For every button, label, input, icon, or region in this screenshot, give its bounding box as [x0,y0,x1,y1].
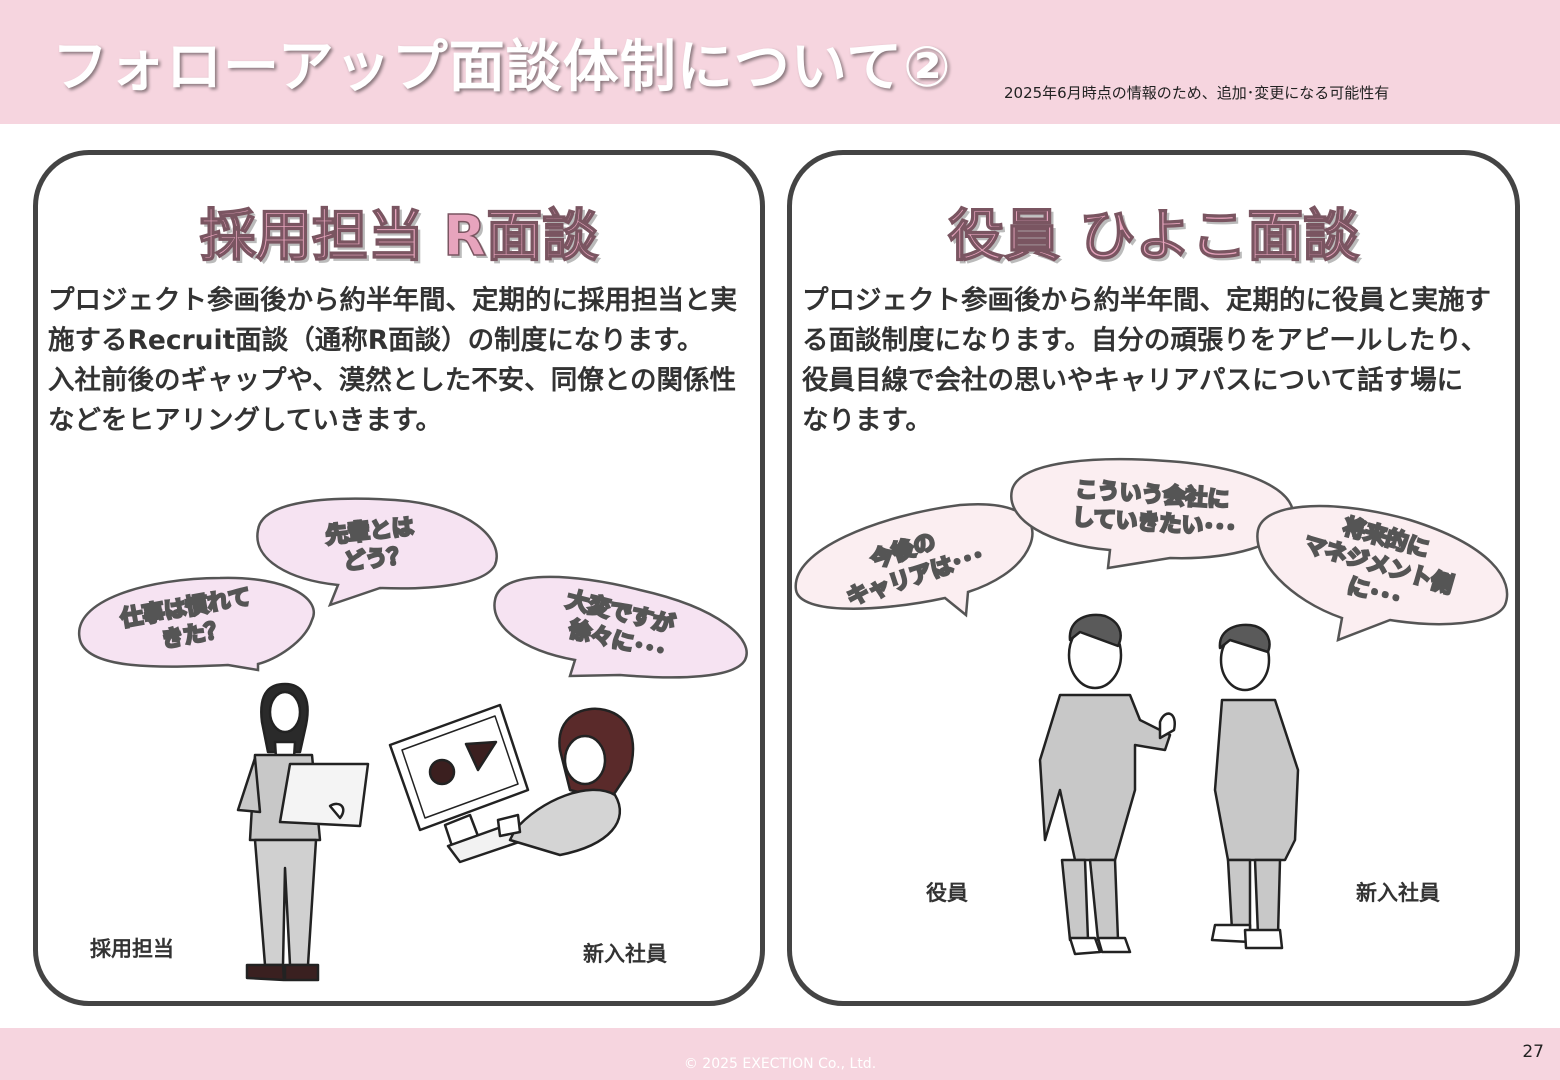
new-employee-illustration [1210,623,1300,950]
speech-bubble: 今後の キャリアは･･･ [794,502,1034,618]
speech-bubble: 仕事は慣れて きた？ [77,576,315,672]
new-employee-illustration [496,707,635,857]
executive-illustration [1038,613,1176,956]
speech-bubble: 先輩とは どう？ [256,497,498,608]
page-title: フォローアップ面談体制について② [52,35,952,100]
page-number: 27 [1522,1042,1544,1062]
role-label-new-employee: 新入社員 [583,942,667,966]
header-bar [0,0,1560,124]
panel-description-executive: プロジェクト参画後から約半年間、定期的に役員と実施す る面談制度になります。自分… [802,281,1514,441]
description-line: 入社前後のギャップや、漠然とした不安、同僚との関係性 [48,365,736,396]
description-line: プロジェクト参画後から約半年間、定期的に役員と実施す [802,285,1491,316]
panel-title-executive: 役員 ひよこ面談 [947,203,1360,270]
role-label-executive: 役員 [926,881,968,905]
role-label-new-employee: 新入社員 [1356,881,1440,905]
description-line: なります。 [802,405,932,436]
svg-text:こういう会社に していきたい･･･: こういう会社に していきたい･･･ [1071,476,1239,541]
panel-title-recruit: 採用担当 R面談 [199,203,599,270]
description-line: 施するRecruit面談（通称R面談）の制度になります。 [48,325,704,356]
computer-illustration [388,703,530,864]
description-line: る面談制度になります。自分の頑張りをアピールしたり、 [802,325,1488,356]
description-line: プロジェクト参画後から約半年間、定期的に採用担当と実 [48,285,737,316]
speech-bubble: こういう会社に していきたい･･･ [1010,457,1295,570]
speech-bubble: 将来的に マネジメント側 に･･･ [1256,504,1509,642]
role-label-recruiter: 採用担当 [90,937,174,961]
panel-description-recruit: プロジェクト参画後から約半年間、定期的に採用担当と実 施するRecruit面談（… [48,281,760,441]
footer-bar [0,1028,1560,1080]
description-line: 役員目線で会社の思いやキャリアパスについて話す場に [802,365,1464,396]
recruiter-illustration [236,682,370,982]
copyright-text: © 2025 EXECTION Co., Ltd. [683,1056,877,1072]
speech-bubble: 大変ですが 徐々に･･･ [493,575,748,679]
info-notice: 2025年6月時点の情報のため、追加･変更になる可能性有 [1004,84,1390,102]
description-line: などをヒアリングしていきます。 [48,405,443,436]
